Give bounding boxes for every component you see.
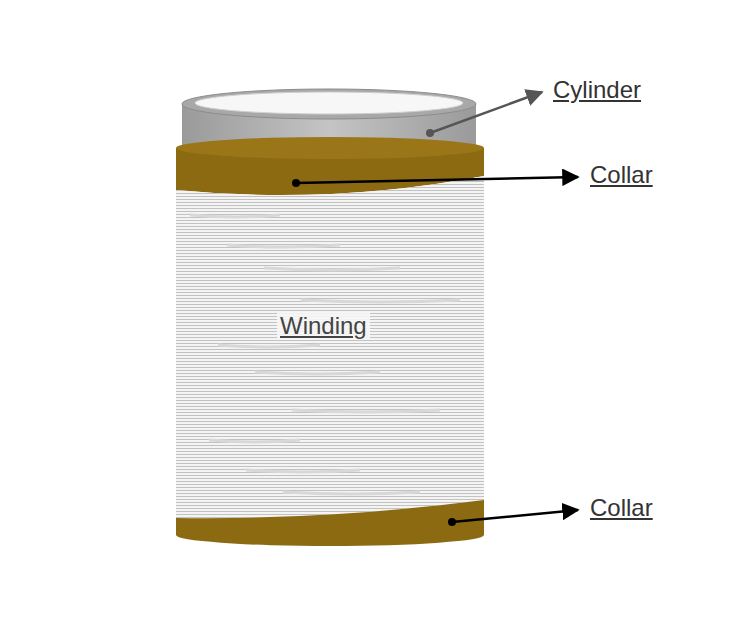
- winding-shade: [246, 470, 360, 472]
- cylinder-rim: [182, 89, 476, 119]
- leader-line: [452, 510, 578, 522]
- top-collar-edge: [176, 137, 484, 159]
- part-label: Collar: [590, 494, 653, 522]
- winding-shade: [292, 410, 440, 412]
- winding-shade: [264, 268, 400, 270]
- winding-shade: [190, 215, 280, 217]
- bottom-collar: [176, 500, 484, 546]
- part-label: Winding: [277, 312, 370, 340]
- winding-shade: [209, 440, 300, 442]
- winding-shade: [301, 300, 460, 302]
- winding: [176, 176, 484, 518]
- leader-line: [296, 177, 578, 183]
- winding-shade: [255, 372, 380, 374]
- winding-shading: [190, 215, 460, 494]
- winding-shade: [283, 492, 420, 494]
- winding-shade: [218, 345, 320, 347]
- winding-shade: [227, 245, 340, 247]
- cylinder-opening: [195, 92, 463, 114]
- part-label: Cylinder: [553, 76, 641, 104]
- part-label: Collar: [590, 161, 653, 189]
- leader-line: [430, 92, 542, 133]
